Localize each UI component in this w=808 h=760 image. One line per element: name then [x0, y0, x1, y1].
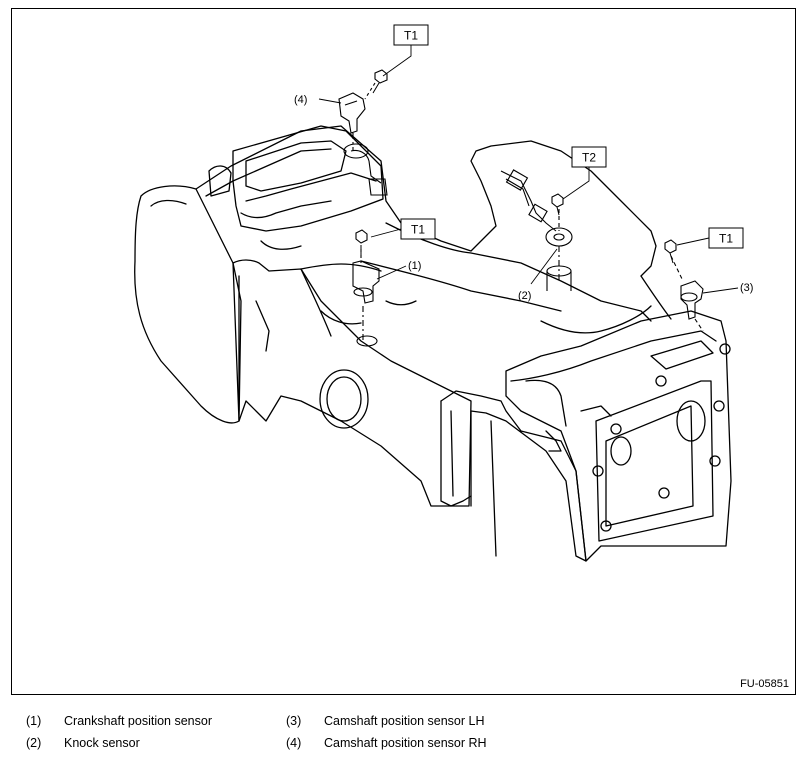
legend-num: (3) [286, 714, 302, 728]
cam-lh-sensor-body [680, 280, 704, 320]
bolt-t2 [551, 193, 564, 208]
left-timing-cover [134, 185, 242, 424]
crankcase-front [232, 259, 472, 507]
torque-tag-t1a: T1 [404, 29, 418, 43]
torque-tag-t1c: T1 [719, 232, 733, 246]
figure-frame: T1 T1 T2 T1 (4) (1) (2) (3) FU-05851 [11, 8, 796, 695]
callout-4: (4) [294, 94, 307, 106]
legend-text: Camshaft position sensor LH [324, 714, 485, 728]
legend-num: (2) [26, 736, 42, 750]
callout-2: (2) [518, 290, 531, 302]
legend-num: (4) [286, 736, 302, 750]
crank-bore [319, 369, 369, 429]
torque-tag-t2: T2 [582, 151, 596, 165]
legend-num: (1) [26, 714, 42, 728]
legend-text: Crankshaft position sensor [64, 714, 212, 728]
knock-sensor-harness [500, 170, 557, 232]
engine-top-outline [195, 125, 657, 277]
callout-1: (1) [408, 260, 421, 272]
legend-text: Camshaft position sensor RH [324, 736, 487, 750]
bolt-t1c [664, 239, 677, 254]
legend: (1) Crankshaft position sensor (2) Knock… [0, 712, 808, 760]
torque-tag-t1b: T1 [411, 223, 425, 237]
cam-rh-sensor-body [338, 92, 366, 134]
left-cylinder-head [505, 310, 732, 562]
figure-id: FU-05851 [740, 678, 789, 690]
knock-connector [505, 169, 529, 191]
callout-3: (3) [740, 282, 753, 294]
right-cylinder-head [232, 125, 384, 232]
legend-text: Knock sensor [64, 736, 140, 750]
engine-diagram: T1 T1 T2 T1 (4) (1) (2) (3) [134, 24, 753, 562]
crankcase-panel [440, 390, 587, 562]
bolt-t1a [374, 69, 388, 84]
bolt-t1b [355, 229, 368, 244]
